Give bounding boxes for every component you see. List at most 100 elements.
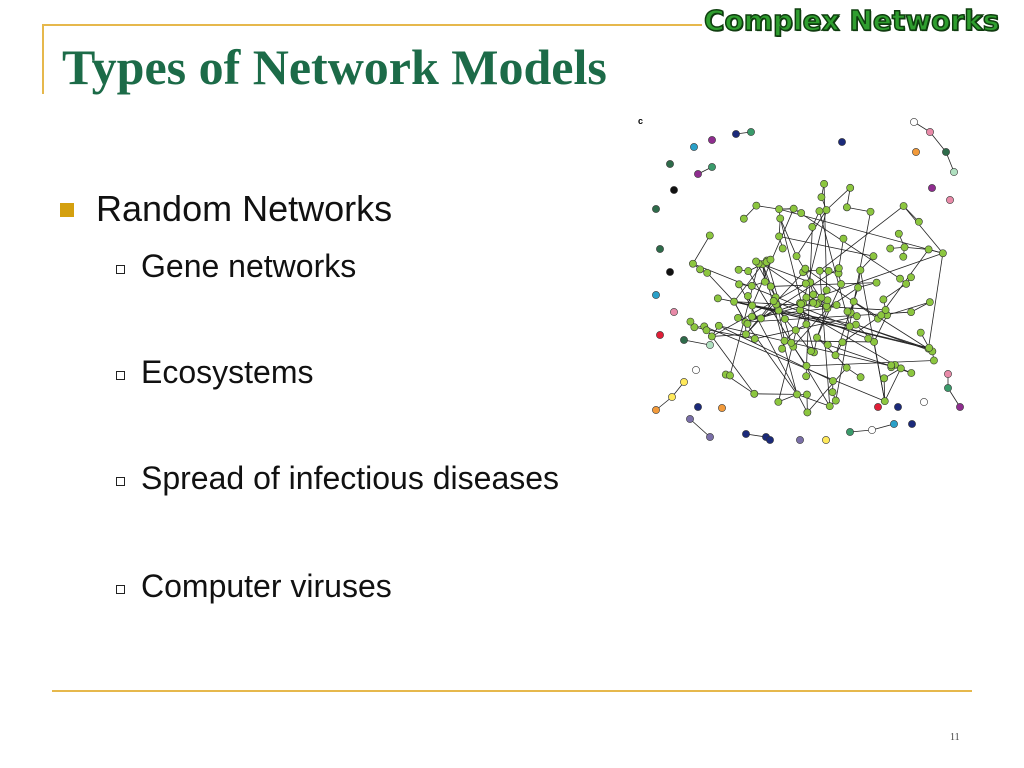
network-node — [690, 323, 699, 332]
network-node — [656, 245, 664, 253]
subitem-text: Computer viruses — [141, 568, 392, 604]
network-node — [718, 404, 726, 412]
network-node — [828, 388, 837, 397]
network-node — [832, 301, 841, 309]
network-edge — [778, 208, 943, 254]
hollow-square-bullet-icon — [116, 585, 125, 594]
network-node — [815, 266, 824, 275]
network-edge — [734, 301, 886, 311]
network-edge — [929, 131, 947, 153]
network-node — [930, 356, 938, 365]
subitem-text: Spread of infectious diseases — [141, 460, 560, 496]
network-node — [887, 361, 896, 370]
bullet-text: Random Networks — [96, 188, 393, 229]
network-node — [708, 163, 716, 171]
network-node — [823, 340, 832, 349]
network-node — [808, 223, 817, 231]
network-node — [831, 351, 840, 360]
network-node — [920, 398, 928, 406]
network-edge — [760, 267, 840, 319]
network-node — [796, 436, 804, 444]
network-node — [879, 295, 888, 304]
network-edge — [762, 263, 811, 283]
network-node — [944, 370, 952, 378]
network-node — [822, 206, 831, 214]
network-node — [686, 317, 695, 326]
network-node — [856, 266, 865, 275]
network-node — [686, 415, 694, 423]
network-node — [734, 314, 742, 322]
network-node — [817, 293, 826, 302]
network-node — [914, 217, 923, 226]
network-node — [910, 118, 918, 126]
network-node — [766, 255, 775, 264]
network-node — [652, 291, 660, 299]
network-node — [680, 378, 688, 386]
network-node — [843, 203, 851, 212]
network-edge — [751, 307, 828, 318]
network-node — [912, 148, 920, 156]
network-node — [880, 374, 888, 383]
network-node — [846, 183, 855, 192]
subitem-computer-viruses: Computer viruses — [116, 568, 392, 605]
network-node — [730, 297, 738, 306]
network-node — [743, 319, 752, 328]
network-edge — [754, 393, 798, 395]
network-node — [834, 264, 843, 273]
network-edge — [706, 272, 735, 302]
network-node — [864, 334, 873, 343]
network-node — [815, 207, 824, 216]
network-node — [803, 390, 811, 399]
footer-line — [52, 690, 972, 692]
network-node — [781, 315, 789, 323]
network-node — [868, 426, 876, 434]
network-node — [734, 265, 743, 274]
network-node — [802, 293, 811, 302]
network-edge — [827, 287, 859, 309]
subitem-text: Gene networks — [141, 248, 357, 284]
network-node — [822, 436, 830, 444]
network-edge — [692, 263, 850, 327]
network-node — [750, 389, 759, 398]
network-node — [881, 306, 890, 314]
network-edge — [692, 235, 711, 264]
network-node — [792, 252, 801, 261]
subitem-gene-networks: Gene networks — [116, 248, 356, 285]
network-node — [944, 384, 952, 392]
network-edge — [770, 282, 877, 287]
network-node — [900, 243, 909, 252]
network-node — [869, 252, 878, 261]
network-node — [802, 361, 811, 370]
network-node — [842, 363, 851, 372]
network-node — [776, 214, 785, 223]
network-node — [928, 184, 936, 192]
network-node — [829, 377, 837, 385]
network-node — [907, 273, 915, 282]
network-edge — [711, 283, 806, 337]
network-edge — [747, 270, 831, 407]
network-edge — [792, 308, 828, 347]
network-node — [714, 321, 723, 330]
network-node — [702, 326, 711, 335]
network-node — [801, 279, 810, 288]
brand-logo: Complex Networks — [703, 3, 1000, 38]
network-edge — [819, 205, 904, 272]
network-node — [899, 252, 908, 261]
network-node — [744, 292, 752, 300]
network-node — [748, 312, 756, 321]
network-node — [747, 282, 756, 290]
network-node — [807, 347, 815, 356]
network-node — [838, 338, 847, 347]
network-node — [769, 297, 778, 305]
network-node — [696, 265, 704, 274]
network-node — [925, 343, 934, 352]
network-node — [670, 308, 678, 316]
network-node — [890, 420, 898, 428]
network-node — [757, 314, 765, 323]
network-node — [825, 402, 834, 411]
network-edge — [773, 300, 869, 339]
network-node — [866, 207, 875, 216]
network-node — [803, 408, 812, 417]
network-node — [896, 364, 905, 373]
network-node — [924, 245, 933, 254]
